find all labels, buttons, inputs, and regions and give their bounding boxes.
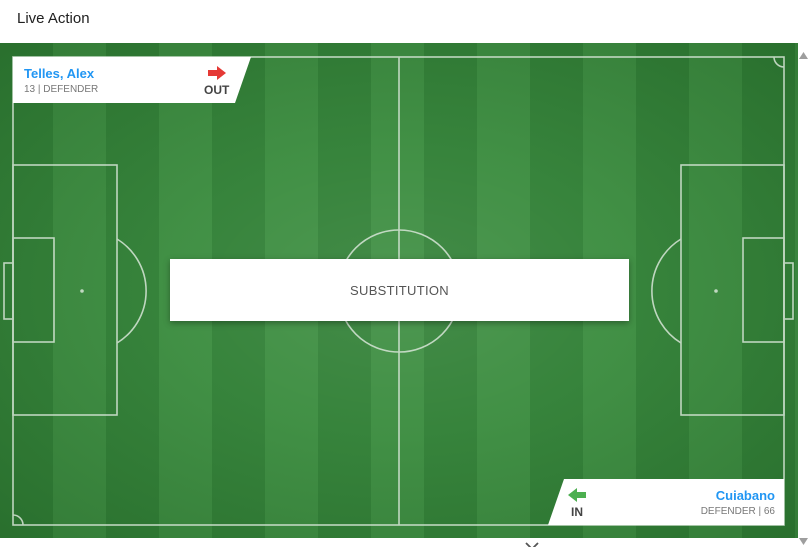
triangle-down-icon[interactable] xyxy=(799,532,808,547)
player-out-name[interactable]: Telles, Alex xyxy=(24,66,95,81)
widget-title: Live Action xyxy=(17,10,90,27)
player-out-card[interactable]: Telles, Alex 13 | DEFENDER OUT xyxy=(13,57,251,103)
player-out-direction: OUT xyxy=(204,83,230,97)
player-in-card[interactable]: IN Cuiabano DEFENDER | 66 xyxy=(548,479,784,525)
chevron-down-icon[interactable] xyxy=(524,538,540,547)
player-in-meta: DEFENDER | 66 xyxy=(700,506,775,517)
player-out-meta: 13 | DEFENDER xyxy=(24,84,99,95)
arrow-right-icon xyxy=(208,66,226,85)
vertical-scrollbar[interactable] xyxy=(798,43,808,538)
soccer-pitch: Telles, Alex 13 | DEFENDER OUT SUBSTITUT… xyxy=(0,43,798,538)
arrow-left-icon xyxy=(568,488,586,507)
player-in-direction: IN xyxy=(571,505,583,519)
triangle-up-icon[interactable] xyxy=(799,46,808,64)
event-label: SUBSTITUTION xyxy=(170,259,629,321)
player-in-name[interactable]: Cuiabano xyxy=(715,488,775,503)
pitch-markings xyxy=(3,56,794,526)
